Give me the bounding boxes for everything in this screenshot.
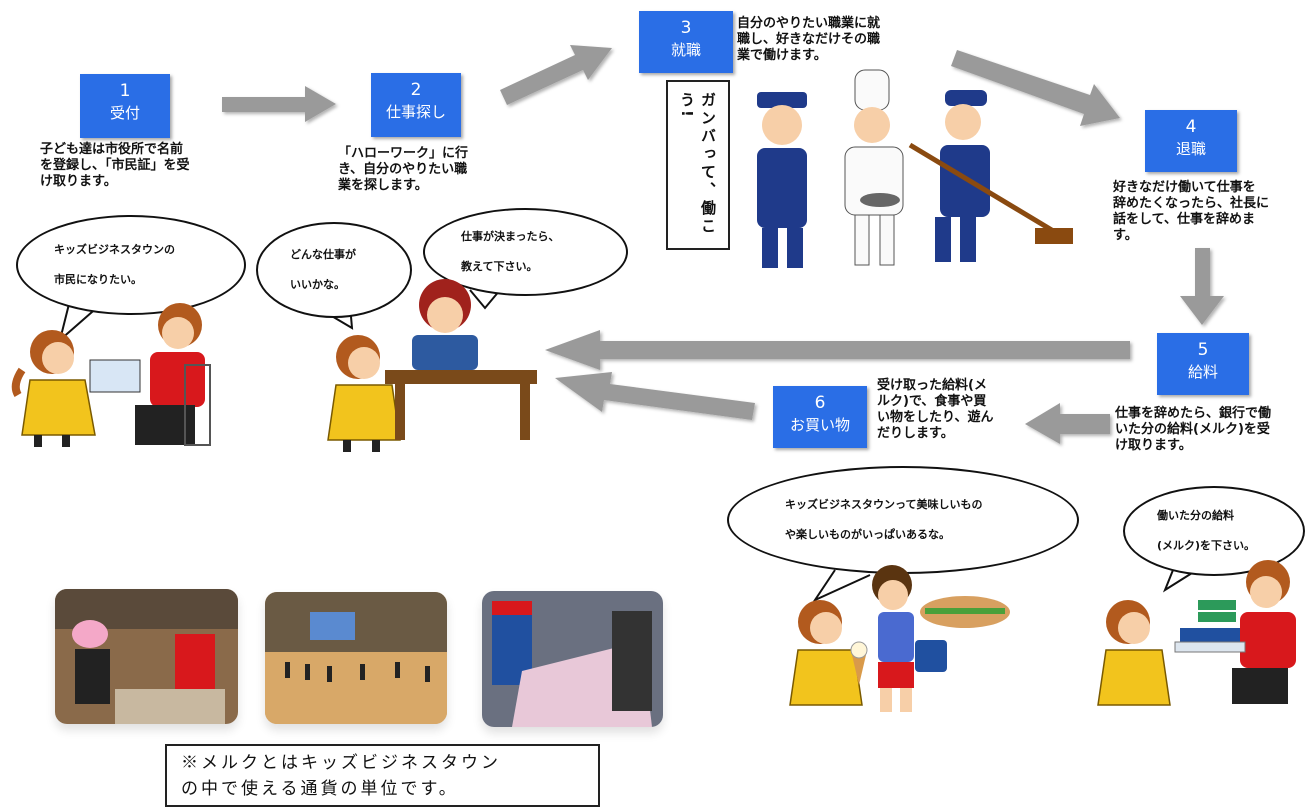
description-employment: 自分のやりたい職業に就 職し、好きなだけその職 業で働けます。 [737, 16, 881, 63]
step-number: 4 [1185, 117, 1197, 137]
event-photo-gym [265, 592, 447, 724]
bubble-line: (メルク)を下さい。 [1157, 539, 1256, 552]
ice-cream-icon [850, 641, 868, 685]
clerk-icon [89, 303, 211, 446]
step-label: 就職 [670, 41, 701, 59]
money-icon [1180, 600, 1250, 644]
bubble-line: 教えて下さい。 [461, 260, 538, 273]
step-label: 受付 [109, 104, 140, 122]
arrow-6-to-2 [555, 372, 755, 420]
vertical-banner: ガンバって、働こう! [666, 80, 730, 250]
step-label: 給料 [1187, 363, 1218, 381]
bubble-line: キッズビジネスタウンって美味しいもの [785, 498, 983, 511]
bubble-line: 市民になりたい。 [54, 273, 142, 286]
bubble-line: キッズビジネスタウンの [54, 243, 175, 256]
step-1-reception: 1 受付 [80, 74, 170, 138]
step-number: 6 [814, 393, 826, 413]
bubble-line: いいかな。 [290, 278, 345, 291]
arrow-5-to-2 [545, 330, 1130, 370]
description-salary: 仕事を辞めたら、銀行で働 いた分の給料(メルク)を受 け取ります。 [1115, 406, 1272, 453]
speech-bubble-job-staff: 仕事が決まったら、 教えて下さい。 [423, 208, 628, 296]
description-job-search: 「ハローワーク」に行 き、自分のやりたい職 業を探します。 [338, 146, 469, 193]
cooking-photo-icon [55, 589, 238, 724]
bubble-tail-job-staff [469, 289, 501, 310]
speech-bubble-job-child: どんな仕事が いいかな。 [256, 222, 412, 318]
description-shopping: 受け取った給料(メ ルク)で、食事や買 い物をしたり、遊ん だりします。 [877, 378, 994, 441]
bubble-line: どんな仕事が [290, 248, 356, 261]
event-photo-shop [482, 591, 663, 727]
step-number: 1 [119, 81, 131, 101]
arrow-4-to-5 [1180, 248, 1224, 325]
clerk-icon [385, 279, 537, 440]
janitor-icon [908, 90, 1073, 262]
step-5-salary: 5 給料 [1157, 333, 1249, 395]
bubble-line: 仕事が決まったら、 [461, 230, 560, 243]
step-label: 仕事探し [385, 103, 446, 121]
step-2-job-search: 2 仕事探し [371, 73, 461, 137]
child-girl-icon [11, 330, 96, 447]
arrow-5-to-6 [1025, 403, 1110, 444]
money-icon [915, 640, 947, 672]
event-photo-cooking [55, 589, 238, 724]
child-girl-icon [1097, 600, 1171, 706]
step-4-resign: 4 退職 [1145, 110, 1237, 172]
gym-photo-icon [265, 592, 447, 724]
arrow-2-to-3 [500, 45, 612, 105]
bubble-line: や楽しいものがいっぱいあるな。 [785, 528, 950, 541]
bubble-tail-shopping [812, 569, 871, 603]
shop-photo-icon [482, 591, 663, 727]
chef-icon [844, 69, 904, 266]
step-6-shopping: 6 お買い物 [773, 386, 867, 448]
arrow-1-to-2 [222, 86, 336, 122]
step-number: 5 [1197, 340, 1209, 360]
step-label: お買い物 [789, 416, 850, 434]
sandwich-icon [920, 596, 1010, 628]
child-girl-icon [789, 600, 863, 706]
arrow-3-to-4 [951, 50, 1120, 126]
speech-bubble-shopping: キッズビジネスタウンって美味しいもの や楽しいものがいっぱいあるな。 [727, 466, 1079, 574]
clerk-icon [1174, 560, 1296, 704]
bubble-line: 働いた分の給料 [1157, 509, 1234, 522]
description-resign: 好きなだけ働いて仕事を 辞めたくなったら、社長に 話をして、仕事を辞めま す。 [1113, 180, 1270, 243]
police-officer-icon [757, 92, 807, 268]
child-boy-icon [872, 565, 914, 712]
step-3-employment: 3 就職 [639, 11, 733, 73]
step-label: 退職 [1175, 140, 1206, 158]
step-number: 3 [680, 18, 692, 38]
currency-note: ※メルクとはキッズビジネスタウン の中で使える通貨の単位です。 [165, 744, 600, 807]
child-girl-icon [327, 335, 401, 452]
step-number: 2 [410, 80, 422, 100]
description-reception: 子ども達は市役所で名前 を登録し、「市民証」を受 け取ります。 [40, 142, 190, 189]
speech-bubble-reception: キッズビジネスタウンの 市民になりたい。 [16, 215, 246, 315]
speech-bubble-salary: 働いた分の給料 (メルク)を下さい。 [1123, 486, 1305, 576]
